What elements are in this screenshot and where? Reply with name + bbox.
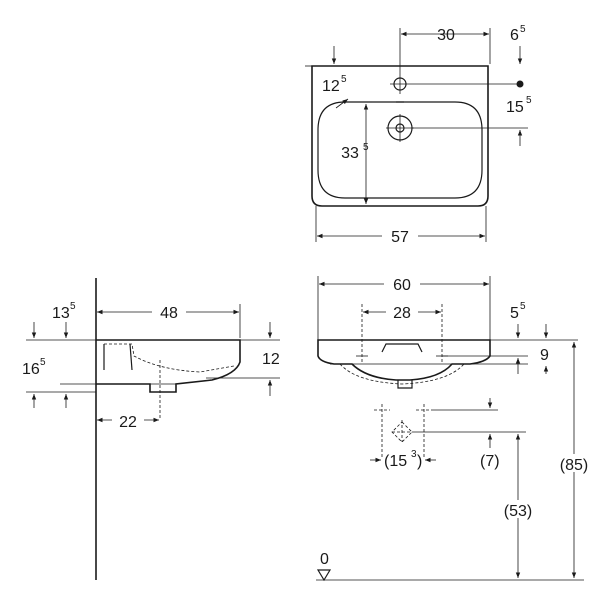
side-view: 48 13 5 16 5 12 22 (22, 278, 280, 580)
dim-16-5-sup: 5 (40, 357, 46, 368)
dim-60-label: 60 (393, 277, 411, 294)
top-view-outline (311, 65, 489, 207)
dim-85-label: (85) (560, 457, 588, 474)
dim-15-5-label: 15 (506, 99, 524, 116)
dim-6-5-sup: 5 (520, 24, 526, 35)
front-view: 60 28 5 5 9 (316, 274, 594, 582)
dim-7-label: (7) (480, 453, 500, 470)
side-view-profile (96, 339, 241, 393)
dim-53-label: (53) (504, 503, 532, 520)
dim-13-5-label: 13 (52, 305, 70, 322)
dim-15-5-sup: 5 (526, 95, 532, 106)
dim-13-5-sup: 5 (70, 301, 76, 312)
dim-15-3-close: ) (417, 453, 422, 470)
dim-28-label: 28 (393, 305, 411, 322)
dim-9-label: 9 (540, 347, 549, 364)
top-view: 30 6 5 12 5 15 5 33 5 57 (305, 24, 532, 246)
dim-48-label: 48 (160, 305, 178, 322)
floor-level-icon (316, 569, 332, 582)
dim-15-3-sup: 3 (411, 449, 417, 460)
dim-12-5-sup: 5 (341, 74, 347, 85)
dim-30-label: 30 (437, 27, 455, 44)
dim-6-5-label: 6 (510, 27, 519, 44)
dim-33-5-label: 33 (341, 145, 359, 162)
dim-22-label: 22 (119, 414, 137, 431)
dim-5-5-label: 5 (510, 305, 519, 322)
dim-33-5-sup: 5 (363, 142, 369, 153)
dim-57-label: 57 (391, 229, 409, 246)
tap-marker (516, 80, 524, 88)
dim-12-label: 12 (262, 351, 280, 368)
fixing-holes (374, 404, 432, 458)
floor-level-label: 0 (320, 551, 329, 568)
dim-15-3-label: (15 (384, 453, 407, 470)
dim-12-5-label: 12 (322, 78, 340, 95)
dim-16-5-label: 16 (22, 361, 40, 378)
top-view-bowl (317, 101, 483, 199)
front-view-outline (317, 339, 491, 381)
dim-5-5-sup: 5 (520, 301, 526, 312)
